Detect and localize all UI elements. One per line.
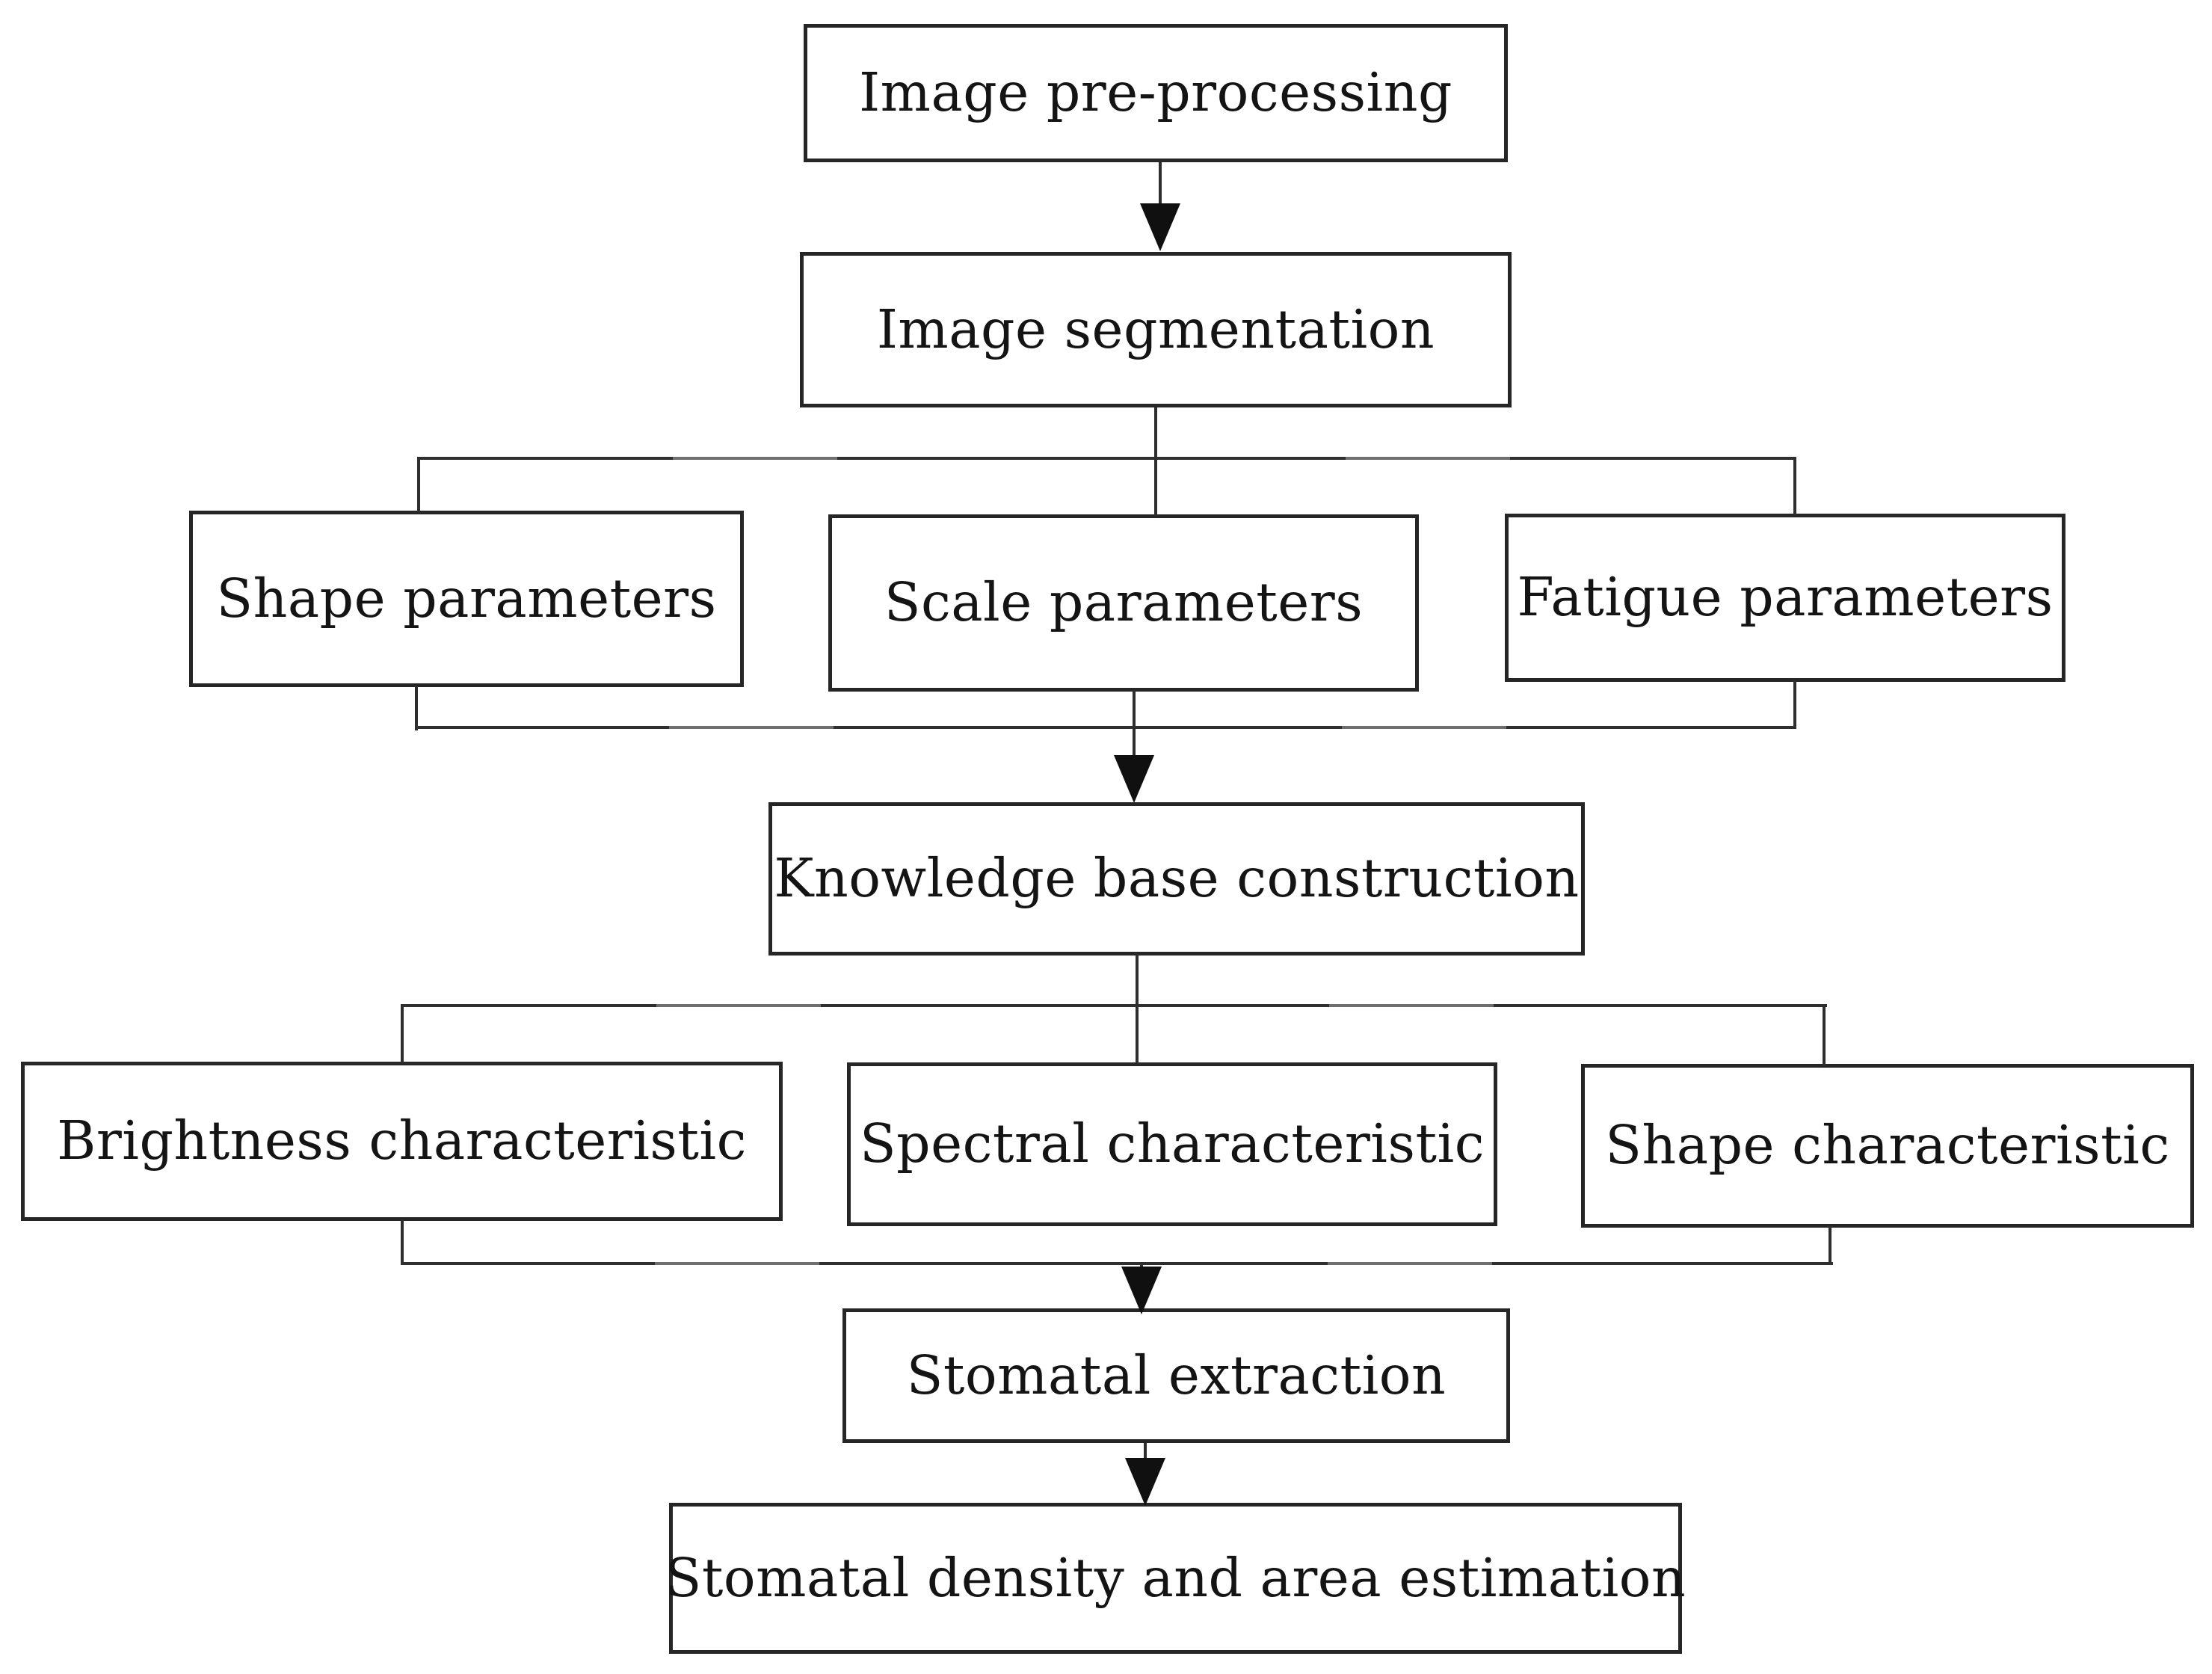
node-fatigue-parameters: Fatigue parameters [1505,514,2065,682]
connector-branch-line-parameters [419,457,1796,460]
node-shape-characteristic: Shape characteristic [1581,1064,2194,1228]
connector-shape-characteristic-to-merge-line [1829,1226,1831,1264]
connector-knowledge-base-to-spectral-characteristic [1136,954,1139,1064]
node-stomatal-extraction: Stomatal extraction [842,1308,1510,1443]
node-label: Image segmentation [876,298,1435,360]
node-stomatal-density-and-area-estimation: Stomatal density and area estimation [665,1503,1686,1654]
connector-branch-to-fatigue-parameters [1793,457,1796,515]
arrowhead-down-icon [1114,755,1154,803]
node-image-segmentation: Image segmentation [800,252,1512,407]
connector-merge-line-parameters [415,726,1796,729]
node-label: Shape characteristic [1605,1114,2170,1177]
node-scale-parameters: Scale parameters [828,514,1419,692]
connector-extraction-to-density-estimation [1144,1443,1147,1467]
arrowhead-down-icon [1140,203,1180,251]
connector-branch-to-brightness-characteristic [401,1004,404,1063]
node-spectral-characteristic: Spectral characteristic [847,1062,1497,1226]
connector-preprocessing-to-segmentation [1159,162,1162,209]
node-knowledge-base-construction: Knowledge base construction [768,802,1585,956]
connector-segmentation-to-scale-parameters [1154,407,1157,516]
connector-merge-line-characteristics [401,1262,1833,1265]
node-image-pre-processing: Image pre-processing [804,24,1508,162]
node-label: Brightness characteristic [57,1110,747,1172]
node-label: Scale parameters [884,571,1364,634]
arrowhead-down-icon [1121,1267,1162,1314]
node-label: Knowledge base construction [774,847,1580,910]
node-label: Spectral characteristic [860,1113,1485,1175]
connector-branch-to-shape-characteristic [1823,1004,1826,1065]
connector-merge-to-knowledge-base [1133,690,1136,761]
connector-fatigue-parameters-to-merge-line [1793,680,1796,729]
node-label: Stomatal extraction [906,1344,1447,1406]
node-brightness-characteristic: Brightness characteristic [21,1062,783,1221]
node-label: Shape parameters [216,567,717,630]
node-shape-parameters: Shape parameters [189,511,744,687]
connector-branch-to-shape-parameters [417,457,420,512]
node-label: Stomatal density and area estimation [665,1546,1686,1609]
connector-shape-parameters-to-merge-line [415,686,418,730]
node-label: Fatigue parameters [1517,566,2054,629]
connector-brightness-characteristic-to-merge-line [401,1219,404,1265]
connector-branch-line-characteristics [402,1004,1827,1007]
arrowhead-down-icon [1125,1458,1165,1506]
node-label: Image pre-processing [859,61,1452,124]
